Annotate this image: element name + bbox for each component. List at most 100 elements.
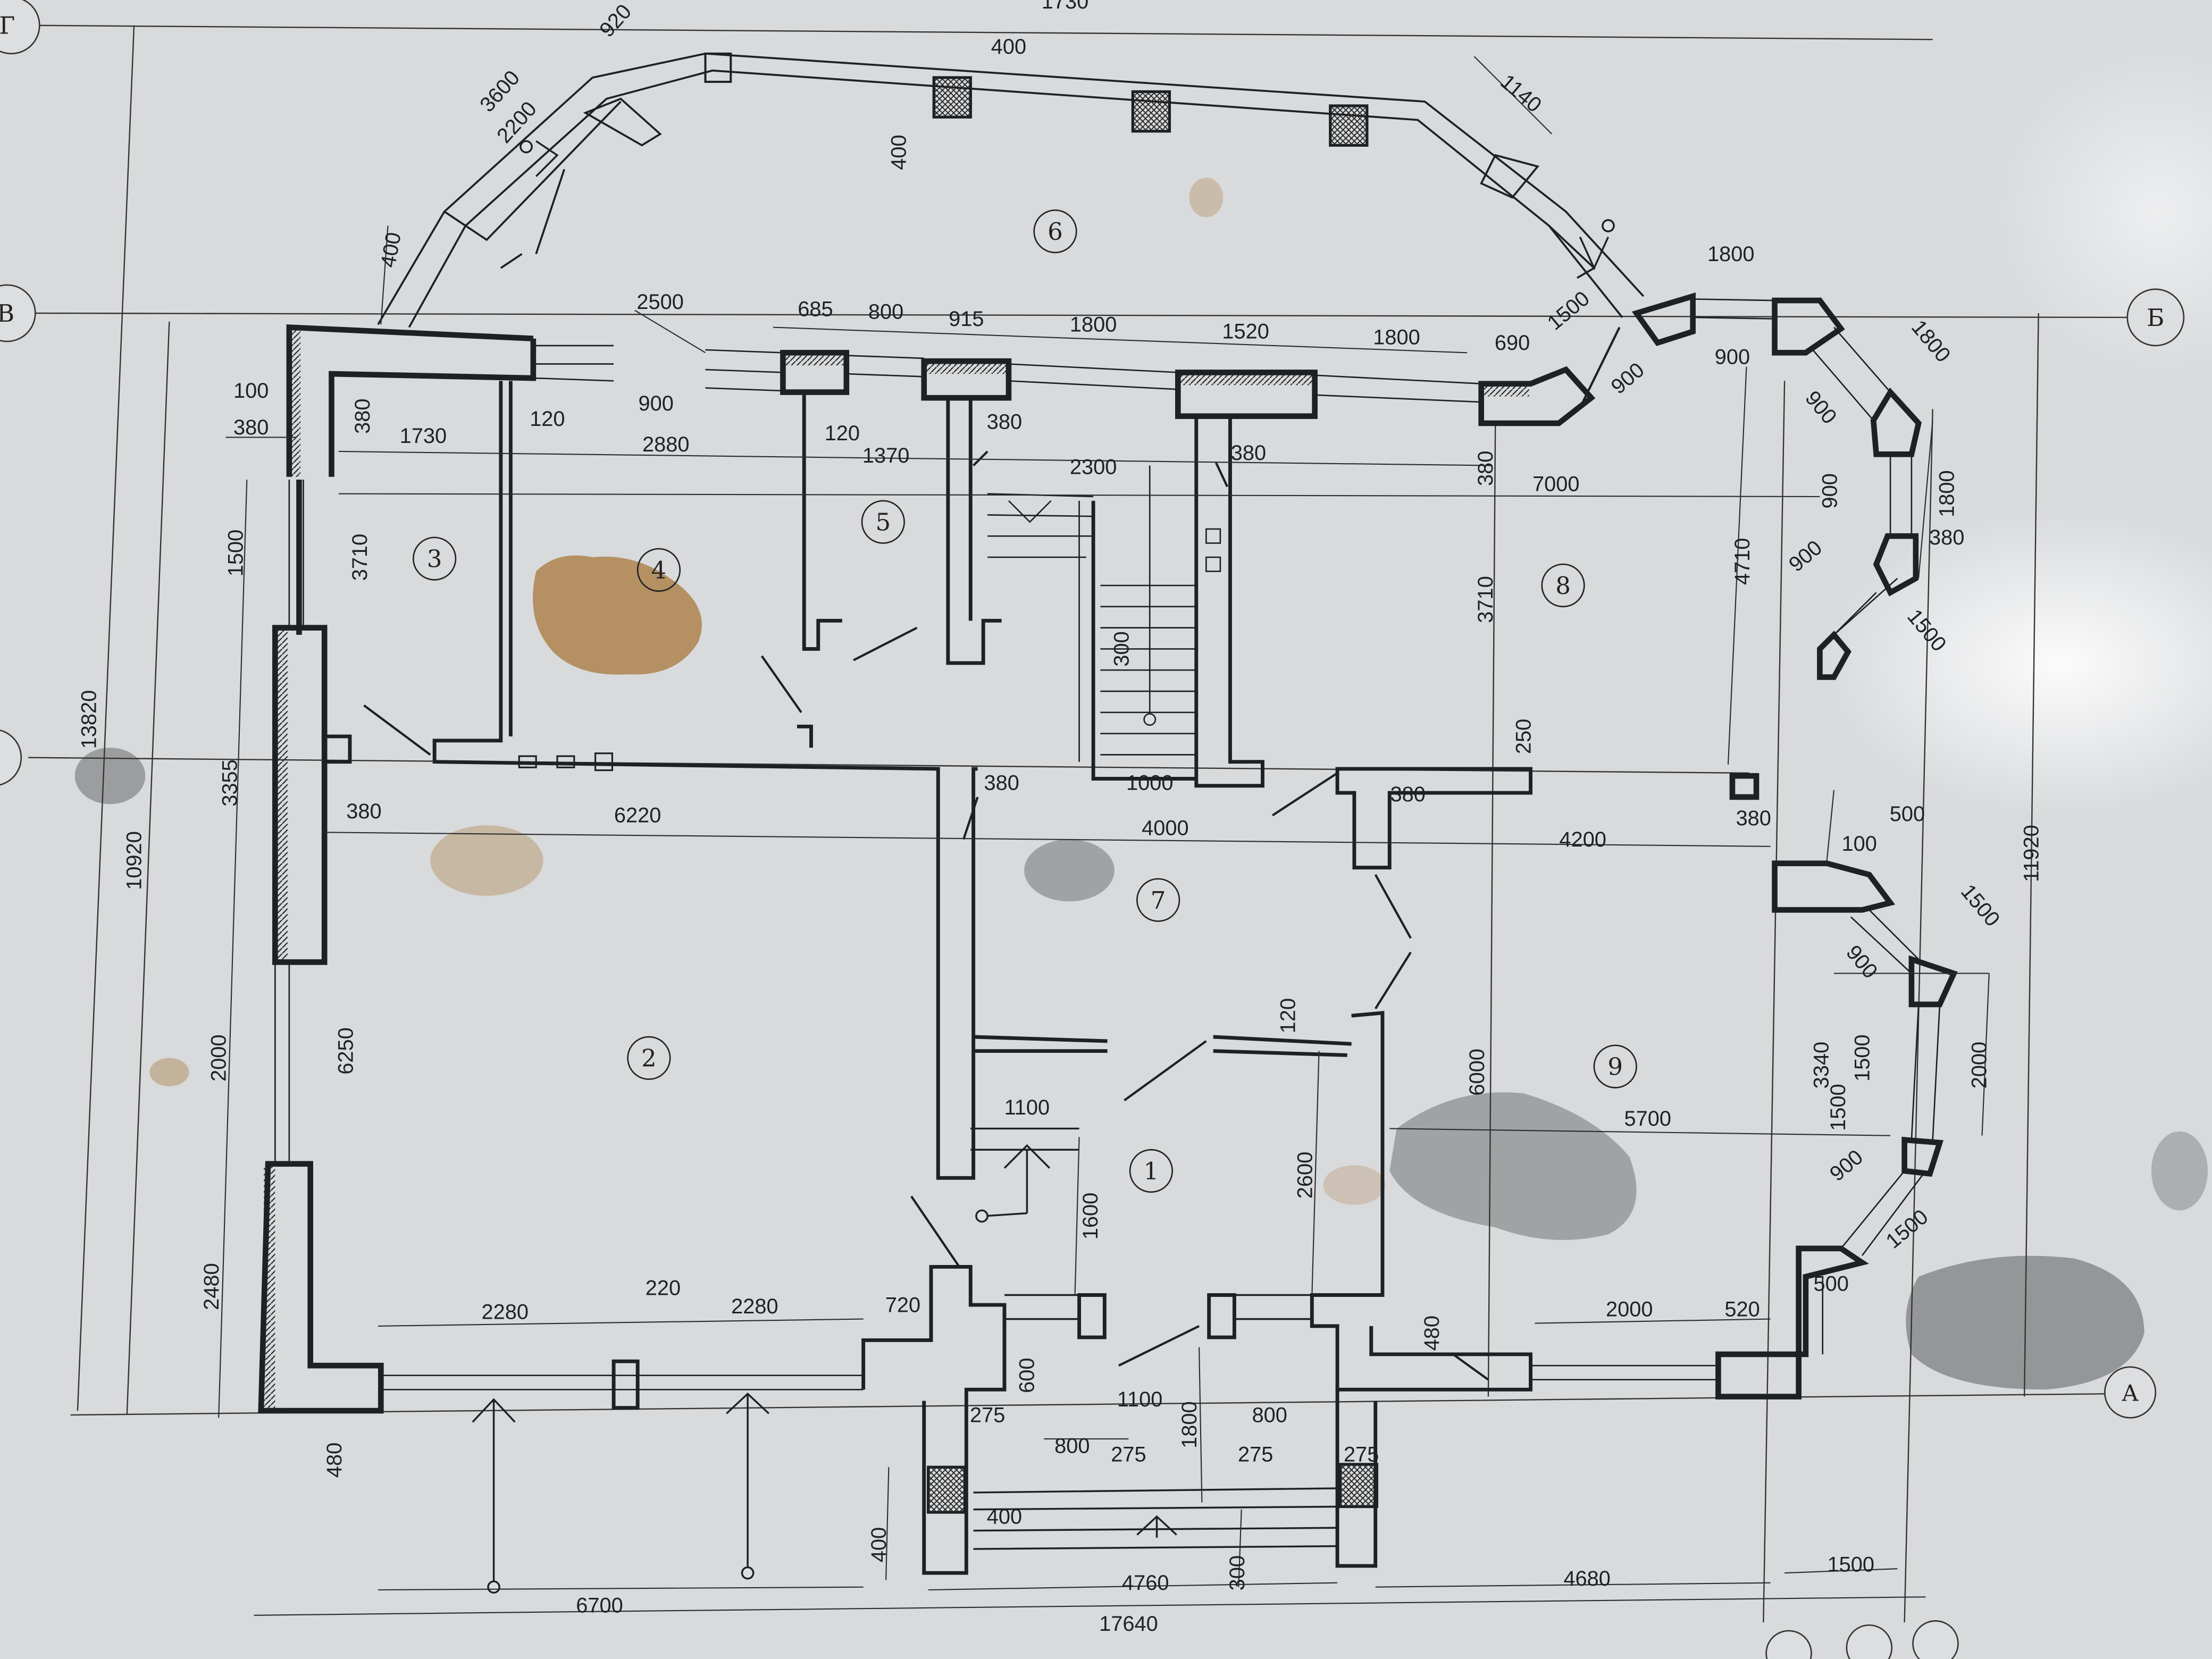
room-2: 2 bbox=[627, 1036, 671, 1080]
dimension-label-d800b: 800 bbox=[1054, 1435, 1090, 1458]
room-3: 3 bbox=[413, 537, 457, 581]
dimension-label-d2300: 2300 bbox=[1070, 455, 1117, 479]
light-glare bbox=[1820, 508, 2212, 818]
dimension-label-d120a: 120 bbox=[530, 407, 565, 431]
dimension-label-5: 6 bbox=[1048, 217, 1063, 246]
dimension-label-d1500g: 1500 bbox=[1826, 1084, 1850, 1131]
room-9: 9 bbox=[1593, 1044, 1637, 1088]
interior-walls bbox=[321, 381, 1533, 1575]
dimension-label-d380h: 380 bbox=[1390, 783, 1426, 806]
axis-label-b: Б bbox=[2147, 304, 2164, 332]
dimension-label-d2000b: 2000 bbox=[1968, 1042, 1991, 1088]
dimension-label-d500b: 500 bbox=[1813, 1272, 1848, 1296]
dimension-label-3: 4 bbox=[651, 556, 667, 584]
axis-marker-left-mid bbox=[0, 729, 22, 786]
dimension-label-d380c: 380 bbox=[987, 410, 1022, 434]
dimension-label-d300b: 300 bbox=[1226, 1555, 1249, 1590]
dimension-label-d1500f: 1500 bbox=[1850, 1035, 1874, 1082]
dimension-label-d520: 520 bbox=[1724, 1297, 1759, 1321]
dimension-label-d6220: 6220 bbox=[614, 804, 661, 827]
dimension-label-d3710b: 3710 bbox=[1474, 576, 1497, 623]
dimension-label-d690: 690 bbox=[1495, 331, 1530, 355]
dimension-label-d380e: 380 bbox=[1474, 451, 1497, 486]
axis-label-g: Г bbox=[0, 12, 15, 40]
room-8: 8 bbox=[1541, 563, 1585, 608]
axis-marker-b: Б bbox=[2126, 288, 2185, 347]
dimension-label-d2880: 2880 bbox=[642, 433, 690, 456]
dimension-label-d800a: 800 bbox=[868, 300, 903, 324]
dimension-label-1: 2 bbox=[641, 1044, 657, 1073]
dimension-label-d685: 685 bbox=[798, 297, 833, 321]
dimension-label-d100b: 100 bbox=[1842, 832, 1877, 856]
dimension-label-d720: 720 bbox=[885, 1293, 920, 1317]
axis-marker-v: В bbox=[0, 284, 36, 342]
dimension-label-d2500: 2500 bbox=[636, 290, 684, 314]
dimension-label-d400c: 400 bbox=[887, 135, 910, 170]
dim-top-cut: 1730 bbox=[1042, 0, 1088, 13]
dimension-label-d380b: 380 bbox=[351, 398, 374, 433]
room-6: 6 bbox=[1033, 209, 1077, 254]
dimension-label-d900g: 900 bbox=[638, 392, 673, 415]
dimension-label-d1100b: 1100 bbox=[1117, 1388, 1163, 1411]
dimension-label-d900b: 900 bbox=[1715, 345, 1750, 368]
dimension-label-d380j: 380 bbox=[346, 800, 381, 823]
dimension-label-d1800f: 1800 bbox=[1178, 1401, 1201, 1448]
dim-total-height-right: 11920 bbox=[2020, 825, 2043, 882]
dimension-label-d400b: 400 bbox=[991, 35, 1026, 58]
dimension-labels: 17640 6700 4760 4680 1500 1730 13820 109… bbox=[77, 0, 2043, 1636]
dimension-label-d380i: 380 bbox=[1736, 807, 1771, 830]
dimension-label-d275d: 275 bbox=[1344, 1443, 1379, 1467]
dimension-label-d480a: 480 bbox=[1420, 1316, 1444, 1351]
room-fixtures bbox=[518, 752, 614, 772]
dimension-label-d1500c: 1500 bbox=[224, 530, 247, 576]
dimension-label-d400e: 400 bbox=[867, 1527, 891, 1562]
dimension-label-d120b: 120 bbox=[825, 422, 860, 445]
dimension-label-d1000: 1000 bbox=[1126, 772, 1174, 795]
dimension-label-d100a: 100 bbox=[233, 379, 269, 403]
bottom-axis-stubs bbox=[1765, 1620, 1959, 1659]
room-4: 4 bbox=[636, 548, 681, 592]
dimension-label-d1800b: 1800 bbox=[1373, 325, 1420, 349]
dimension-label-d1520: 1520 bbox=[1222, 320, 1269, 343]
windows bbox=[274, 298, 1941, 1390]
dimension-label-0: 1 bbox=[1144, 1157, 1159, 1185]
dimension-label-d500a: 500 bbox=[1890, 802, 1925, 826]
dimension-label-d275b: 275 bbox=[1111, 1443, 1146, 1467]
dimension-label-d800c: 800 bbox=[1252, 1403, 1287, 1427]
dimension-label-d1370: 1370 bbox=[862, 444, 910, 467]
room-labels: 1 2 3 4 5 6 7 8 9 bbox=[413, 209, 1637, 1193]
dimension-label-d3710a: 3710 bbox=[348, 534, 372, 581]
dimension-label-d4710: 4710 bbox=[1731, 538, 1754, 585]
dimension-label-d2000a: 2000 bbox=[207, 1035, 230, 1082]
dimension-label-8: 9 bbox=[1607, 1053, 1623, 1081]
columns bbox=[704, 52, 1379, 1514]
dimension-label-d4000: 4000 bbox=[1142, 817, 1189, 840]
dimension-label-d7000: 7000 bbox=[1532, 472, 1579, 496]
dim-total-height-left: 13820 bbox=[77, 690, 100, 749]
dimension-label-d380d: 380 bbox=[1231, 441, 1266, 465]
dimension-label-d2280a: 2280 bbox=[482, 1301, 529, 1324]
dimension-label-d5700: 5700 bbox=[1624, 1107, 1671, 1130]
dimension-label-6: 7 bbox=[1151, 886, 1166, 915]
dimension-label-d3355: 3355 bbox=[219, 759, 242, 807]
room-5: 5 bbox=[861, 500, 905, 544]
dim-right-bay: 1500 bbox=[1828, 1553, 1875, 1577]
axis-marker-g: Г bbox=[0, 0, 40, 55]
dimension-label-d4200: 4200 bbox=[1559, 828, 1606, 851]
dimension-label-d300a: 300 bbox=[1110, 631, 1133, 666]
dimension-label-d2280b: 2280 bbox=[731, 1295, 778, 1318]
dimension-label-d120c: 120 bbox=[1277, 998, 1300, 1033]
wall-hatch bbox=[264, 327, 1529, 1408]
dimension-label-d275a: 275 bbox=[970, 1403, 1005, 1427]
axis-label-v: В bbox=[0, 299, 14, 328]
room-7: 7 bbox=[1136, 878, 1180, 922]
dimension-label-d220: 220 bbox=[646, 1277, 681, 1300]
dim-inner-height-left: 10920 bbox=[122, 831, 146, 890]
axis-label-a: А bbox=[2122, 1380, 2139, 1406]
dimension-label-2: 3 bbox=[427, 545, 442, 573]
dimension-label-d1800e: 1800 bbox=[1935, 470, 1958, 517]
dimension-label-d1100a: 1100 bbox=[1004, 1096, 1050, 1119]
dimension-label-d380g: 380 bbox=[984, 772, 1019, 795]
